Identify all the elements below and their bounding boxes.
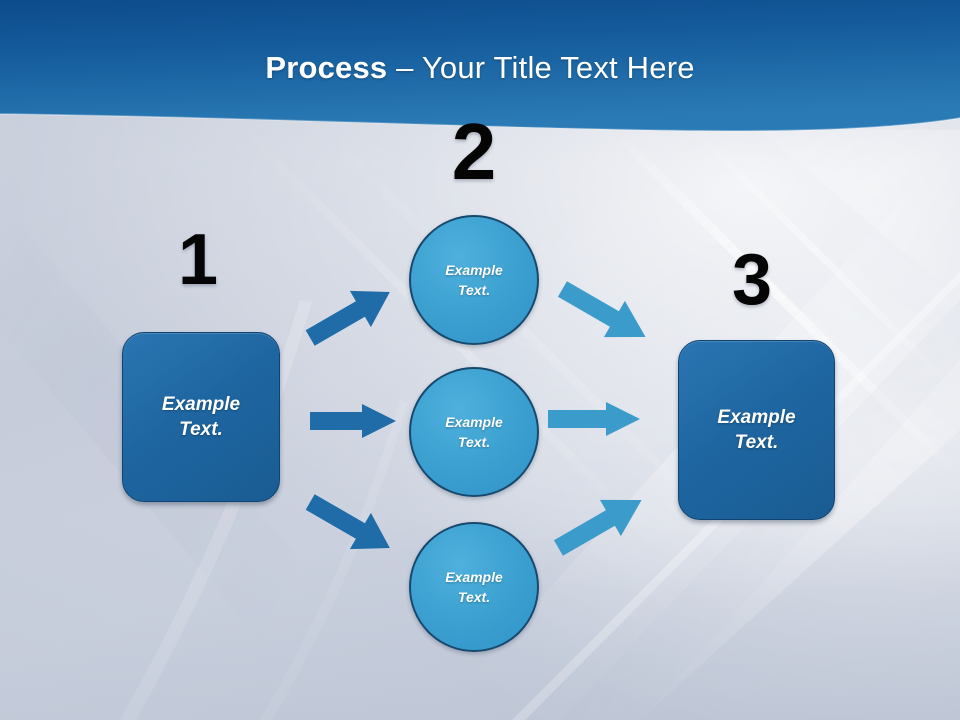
arrow-right-up: [548, 492, 652, 556]
process-circle-bottom[interactable]: Example Text.: [409, 522, 539, 652]
process-box-stage-three-label: Example Text.: [717, 406, 796, 453]
step-number-1: 1: [177, 220, 219, 300]
step-number-2: 2: [451, 107, 497, 196]
page-title: Process – Your Title Text Here: [0, 50, 960, 86]
step-number-3: 3: [731, 240, 773, 320]
process-circle-middle[interactable]: Example Text.: [409, 367, 539, 497]
process-circle-top[interactable]: Example Text.: [409, 215, 539, 345]
page-title-rest: – Your Title Text Here: [387, 50, 695, 85]
arrow-right-middle: [546, 402, 642, 436]
process-box-stage-one[interactable]: Example Text.: [122, 332, 280, 502]
header-band: [0, 0, 960, 132]
arrow-left-middle: [308, 404, 398, 438]
page-title-bold: Process: [265, 50, 388, 85]
process-circle-middle-label: Example Text.: [445, 413, 503, 450]
process-circle-bottom-label: Example Text.: [445, 568, 503, 605]
process-box-stage-one-label: Example Text.: [161, 393, 241, 440]
process-box-stage-three[interactable]: Example Text.: [678, 340, 835, 520]
process-circle-top-label: Example Text.: [445, 261, 503, 298]
arrow-right-down: [552, 281, 656, 345]
arrow-left-up: [300, 284, 400, 346]
arrow-left-down: [300, 494, 400, 556]
